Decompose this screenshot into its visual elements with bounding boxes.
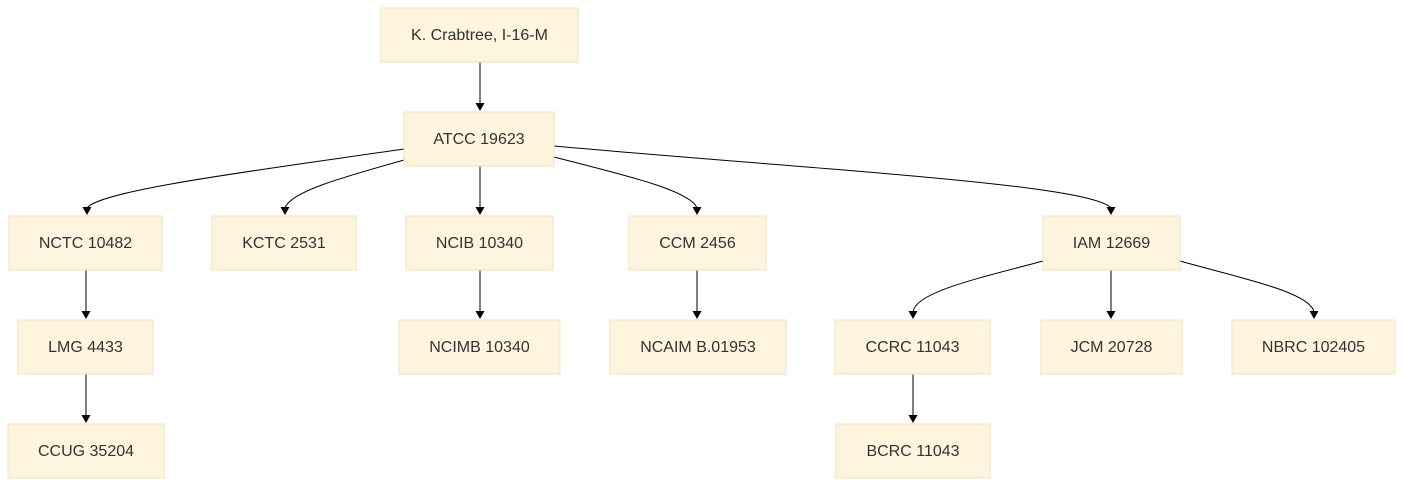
- node-box: [403, 111, 555, 167]
- node-n14: BCRC 11043: [835, 423, 991, 479]
- edge-line: [86, 148, 405, 209]
- node-n3: KCTC 2531: [211, 215, 357, 271]
- edges-layer: [81, 62, 1319, 423]
- edge-line: [284, 159, 405, 209]
- edge-n1-to-n6: [553, 145, 1116, 215]
- node-box: [380, 7, 579, 63]
- node-box: [7, 423, 165, 479]
- edge-n1-to-n4: [475, 166, 485, 215]
- arrowhead-icon: [475, 207, 485, 215]
- node-box: [1040, 319, 1183, 375]
- node-label: LMG 4433: [48, 339, 123, 356]
- node-n1: ATCC 19623: [403, 111, 555, 167]
- node-n12: NBRC 102405: [1231, 319, 1396, 375]
- node-label: JCM 20728: [1071, 339, 1153, 356]
- arrowhead-icon: [82, 207, 92, 215]
- node-label: K. Crabtree, I-16-M: [411, 27, 548, 44]
- node-n11: JCM 20728: [1040, 319, 1183, 375]
- edge-n4-to-n8: [475, 270, 485, 319]
- node-box: [834, 319, 991, 375]
- edge-n6-to-n10: [908, 260, 1044, 319]
- edge-n1-to-n2: [82, 148, 405, 215]
- edge-n0-to-n1: [475, 62, 485, 111]
- node-n10: CCRC 11043: [834, 319, 991, 375]
- edge-n5-to-n9: [692, 270, 702, 319]
- node-label: ATCC 19623: [433, 131, 524, 148]
- edge-line: [1179, 260, 1315, 313]
- node-box: [1042, 215, 1181, 271]
- arrowhead-icon: [692, 311, 702, 319]
- edge-n1-to-n3: [280, 159, 405, 215]
- node-box: [17, 319, 154, 375]
- node-n8: NCIMB 10340: [398, 319, 561, 375]
- edge-n6-to-n11: [1106, 270, 1116, 319]
- node-n13: CCUG 35204: [7, 423, 165, 479]
- node-n6: IAM 12669: [1042, 215, 1181, 271]
- node-label: CCRC 11043: [866, 339, 960, 356]
- node-n2: NCTC 10482: [8, 215, 163, 271]
- node-n5: CCM 2456: [628, 215, 767, 271]
- node-box: [835, 423, 991, 479]
- edge-line: [553, 156, 698, 209]
- node-label: BCRC 11043: [866, 443, 959, 460]
- node-box: [405, 215, 554, 271]
- node-label: CCUG 35204: [38, 443, 134, 460]
- node-n9: NCAIM B.01953: [609, 319, 787, 375]
- arrowhead-icon: [1106, 207, 1116, 215]
- node-box: [211, 215, 357, 271]
- node-label: NCTC 10482: [39, 235, 132, 252]
- arrowhead-icon: [81, 415, 91, 423]
- arrowhead-icon: [692, 207, 702, 215]
- edge-n1-to-n5: [553, 156, 702, 215]
- arrowhead-icon: [908, 415, 918, 423]
- node-label: CCM 2456: [659, 235, 736, 252]
- node-label: NCIMB 10340: [429, 339, 530, 356]
- node-label: NBRC 102405: [1262, 339, 1365, 356]
- arrowhead-icon: [475, 311, 485, 319]
- node-n7: LMG 4433: [17, 319, 154, 375]
- arrowhead-icon: [908, 311, 918, 319]
- arrowhead-icon: [1106, 311, 1116, 319]
- node-n0: K. Crabtree, I-16-M: [380, 7, 579, 63]
- node-box: [8, 215, 163, 271]
- node-box: [1231, 319, 1396, 375]
- node-label: NCIB 10340: [436, 235, 523, 252]
- arrowhead-icon: [1309, 311, 1319, 319]
- edge-n7-to-n13: [81, 374, 91, 423]
- edge-line: [553, 145, 1112, 209]
- node-label: KCTC 2531: [242, 235, 326, 252]
- node-label: IAM 12669: [1073, 235, 1150, 252]
- arrowhead-icon: [280, 207, 290, 215]
- edge-line: [912, 260, 1044, 313]
- node-box: [628, 215, 767, 271]
- node-n4: NCIB 10340: [405, 215, 554, 271]
- node-box: [609, 319, 787, 375]
- edge-n6-to-n12: [1179, 260, 1319, 319]
- node-label: NCAIM B.01953: [640, 339, 756, 356]
- node-box: [398, 319, 561, 375]
- arrowhead-icon: [81, 311, 91, 319]
- arrowhead-icon: [475, 103, 485, 111]
- edge-n2-to-n7: [81, 270, 91, 319]
- edge-n10-to-n14: [908, 374, 918, 423]
